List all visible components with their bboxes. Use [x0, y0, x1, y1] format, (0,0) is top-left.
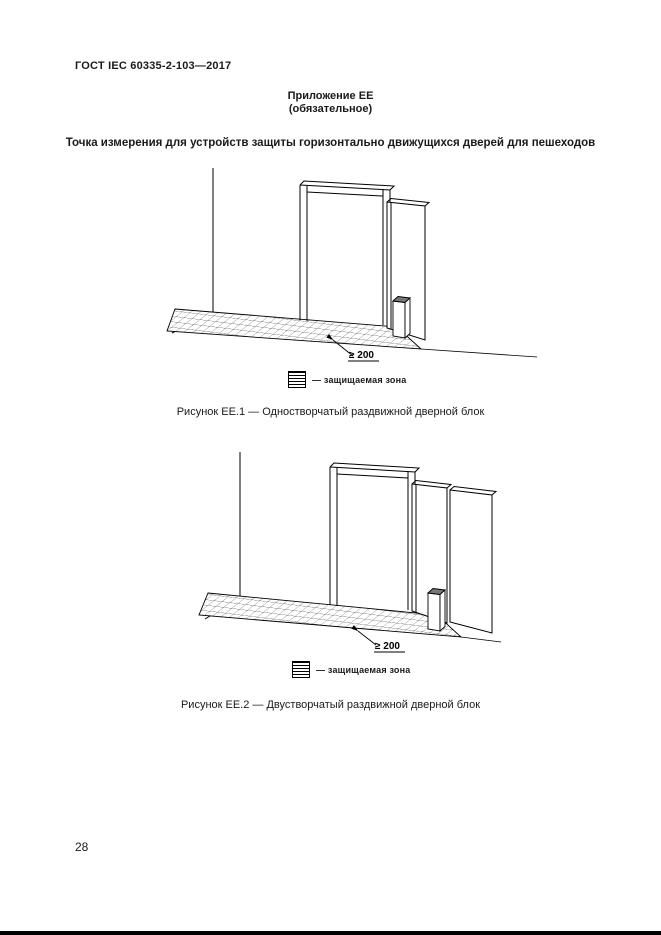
door-leaf-2 — [450, 487, 496, 634]
page-number: 28 — [75, 840, 89, 854]
test-probe-box — [393, 297, 410, 339]
figure-ee1-drawing: ≥ 200 — [165, 160, 540, 372]
figure-ee2-caption: Рисунок ЕЕ.2 — Двустворчатый раздвижной … — [180, 699, 481, 711]
scan-edge — [0, 931, 661, 935]
annex-subtitle: (обязательное) — [288, 103, 373, 115]
dimension-callout: ≥ 200 — [326, 334, 379, 361]
legend-2: — защищаемая зона — [292, 661, 410, 678]
dimension-label: ≥ 200 — [375, 641, 400, 652]
legend-1-label: — защищаемая зона — [312, 374, 407, 385]
figure-ee2-drawing: ≥ 200 — [195, 443, 505, 665]
annex-title: Приложение ЕЕ — [287, 90, 374, 102]
wall-corner — [172, 168, 213, 333]
dimension-callout: ≥ 200 — [351, 625, 405, 652]
figure-ee1-caption: Рисунок ЕЕ.1 — Одностворчатый раздвижной… — [176, 406, 485, 418]
door-frame — [330, 463, 419, 611]
legend-2-label: — защищаемая зона — [316, 664, 411, 675]
floor-line — [421, 349, 537, 357]
dimension-label: ≥ 200 — [349, 350, 374, 361]
protected-zone-swatch-icon — [288, 371, 306, 388]
door-frame — [300, 181, 394, 326]
legend-1: — защищаемая зона — [288, 371, 406, 388]
test-probe-box — [428, 589, 445, 632]
door-leaf-1 — [412, 481, 451, 624]
protected-zone-swatch-icon — [292, 661, 310, 678]
document-header: ГОСТ IEC 60335-2-103—2017 — [75, 60, 232, 72]
floor-line — [461, 637, 501, 642]
section-heading: Точка измерения для устройств защиты гор… — [65, 137, 596, 149]
